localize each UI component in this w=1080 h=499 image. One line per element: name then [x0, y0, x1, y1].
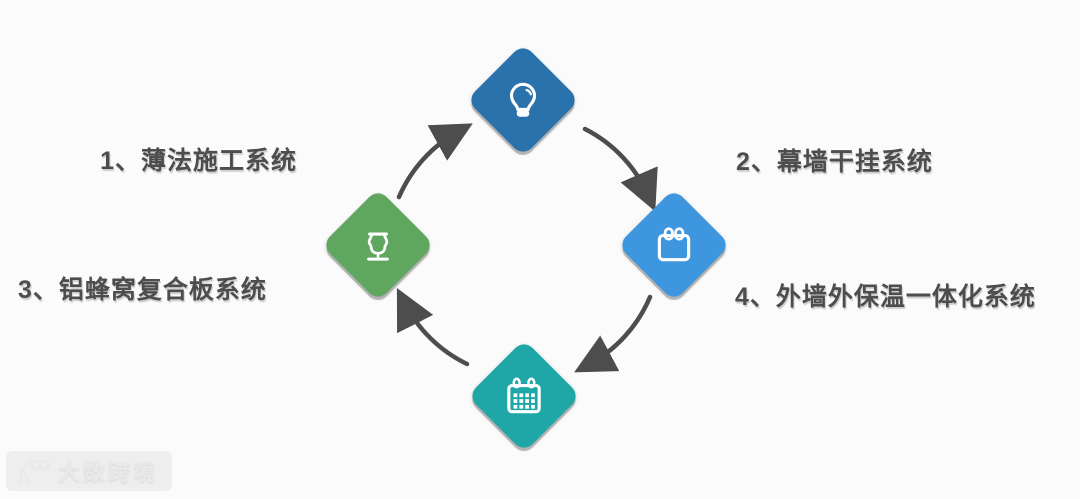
- calendar-icon: [651, 222, 697, 268]
- label-1: 1、薄法施工系统: [100, 147, 297, 175]
- watermark-text: 大数跨境: [58, 460, 159, 485]
- label-2: 2、幕墙干挂系统: [736, 148, 933, 176]
- arrow-top-to-right: [582, 126, 658, 212]
- calendar-grid-icon: [501, 373, 547, 419]
- node-left-diamond: [321, 188, 435, 302]
- 100-logo-icon: [18, 459, 50, 485]
- vase-icon: [355, 222, 401, 268]
- arrow-bottom-to-left: [396, 287, 470, 367]
- arrow-right-to-bottom: [574, 294, 653, 373]
- label-4: 4、外墙外保温一体化系统: [735, 283, 1036, 311]
- node-top-diamond: [466, 43, 580, 157]
- arrow-left-to-top: [396, 123, 473, 200]
- node-bottom-diamond: [467, 339, 581, 453]
- label-3: 3、铝蜂窝复合板系统: [18, 276, 267, 304]
- watermark: 大数跨境: [6, 451, 173, 491]
- lightbulb-icon: [500, 77, 546, 123]
- node-right-diamond: [617, 188, 731, 302]
